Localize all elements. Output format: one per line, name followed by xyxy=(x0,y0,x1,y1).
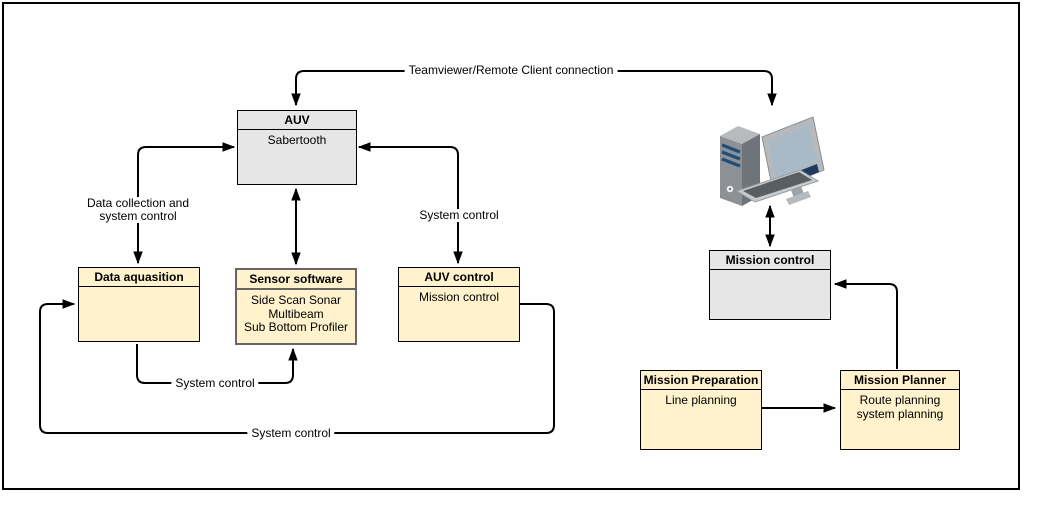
node-mission-preparation-title: Mission Preparation xyxy=(641,371,761,390)
edge-label-data-collection: Data collection and system control xyxy=(82,196,194,223)
planner-line: Route planning xyxy=(859,393,941,407)
edge-label-teamviewer: Teamviewer/Remote Client connection xyxy=(404,64,618,77)
node-auv-body: Sabertooth xyxy=(267,133,327,147)
edge-label-system-control-sensor: System control xyxy=(171,377,259,390)
node-mission-planner-body: Route planning system planning xyxy=(841,390,959,421)
node-mission-planner-title: Mission Planner xyxy=(841,371,959,390)
edge-label-line: system control xyxy=(99,209,177,223)
node-auv-control-title: AUV control xyxy=(399,268,519,287)
sensor-line: Sub Bottom Profiler xyxy=(243,320,349,334)
sensor-line: Multibeam xyxy=(268,306,324,321)
sensor-line: Side Scan Sonar xyxy=(250,293,342,307)
edge-auv-data-acquisition xyxy=(133,142,236,265)
edge-auv-auv-control xyxy=(357,142,463,265)
edge-label-system-control-auv-control: System control xyxy=(415,209,503,222)
node-auv-control-body: Mission control xyxy=(418,290,500,304)
planner-line: system planning xyxy=(856,406,944,421)
edge-label-line: Data collection and xyxy=(86,196,190,210)
node-mission-preparation: Mission Preparation Line planning xyxy=(640,370,762,450)
node-data-acquisition-title: Data aquasition xyxy=(79,268,199,287)
node-sensor-software-body: Side Scan Sonar Multibeam Sub Bottom Pro… xyxy=(237,290,355,335)
node-sensor-software: Sensor software Side Scan Sonar Multibea… xyxy=(235,268,357,345)
node-auv-control: AUV control Mission control xyxy=(398,267,520,342)
edge-label-system-control-long: System control xyxy=(247,427,335,440)
node-data-acquisition: Data aquasition xyxy=(78,267,200,342)
node-mission-control: Mission control xyxy=(709,250,831,320)
edge-planner-mission-control xyxy=(833,279,898,369)
node-mission-preparation-body: Line planning xyxy=(665,393,737,407)
node-mission-control-title: Mission control xyxy=(710,251,830,270)
node-data-acquisition-body xyxy=(79,287,199,291)
node-mission-control-body xyxy=(710,270,830,274)
node-auv-title: AUV xyxy=(238,111,356,130)
node-sensor-software-title: Sensor software xyxy=(237,270,355,290)
node-mission-planner: Mission Planner Route planning system pl… xyxy=(840,370,960,450)
node-auv: AUV Sabertooth xyxy=(237,110,357,185)
desktop-computer-icon xyxy=(720,116,825,206)
